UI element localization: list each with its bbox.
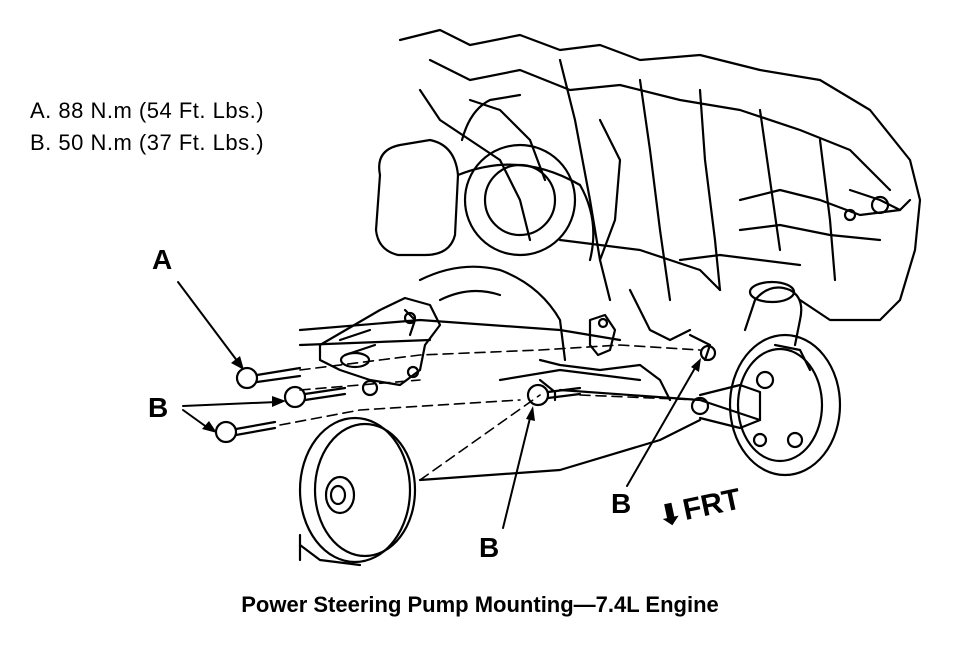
bolt-b-right: [688, 333, 717, 362]
torque-spec-b: B. 50 N.m (37 Ft. Lbs.): [30, 130, 265, 155]
bolt-b-upper: [283, 379, 379, 409]
leader-a: [177, 281, 239, 363]
bolt-a: [235, 366, 302, 390]
leader-lines: [177, 281, 696, 529]
leader-b-center: [502, 417, 531, 529]
callout-a: A: [152, 244, 173, 275]
leader-b-lower: [182, 409, 209, 429]
mounting-bracket: [318, 296, 672, 402]
engine-block: [398, 28, 922, 342]
callout-b-right: B: [611, 488, 632, 519]
figure-caption: Power Steering Pump Mounting—7.4L Engine: [241, 592, 719, 617]
power-steering-pump: [690, 280, 842, 477]
leader-b-right: [626, 367, 696, 487]
pump-pulley: [298, 416, 417, 567]
bolt-b-lower: [214, 420, 277, 444]
water-pump: [374, 93, 595, 262]
bolt-b-center: [526, 383, 582, 407]
callout-b-center: B: [479, 532, 500, 563]
alignment-lines: [279, 344, 701, 481]
leader-arrowheads: [202, 356, 701, 433]
callout-b-left: B: [148, 392, 169, 423]
torque-spec-a: A. 88 N.m (54 Ft. Lbs.): [30, 98, 265, 123]
leader-b-upper: [182, 401, 278, 407]
